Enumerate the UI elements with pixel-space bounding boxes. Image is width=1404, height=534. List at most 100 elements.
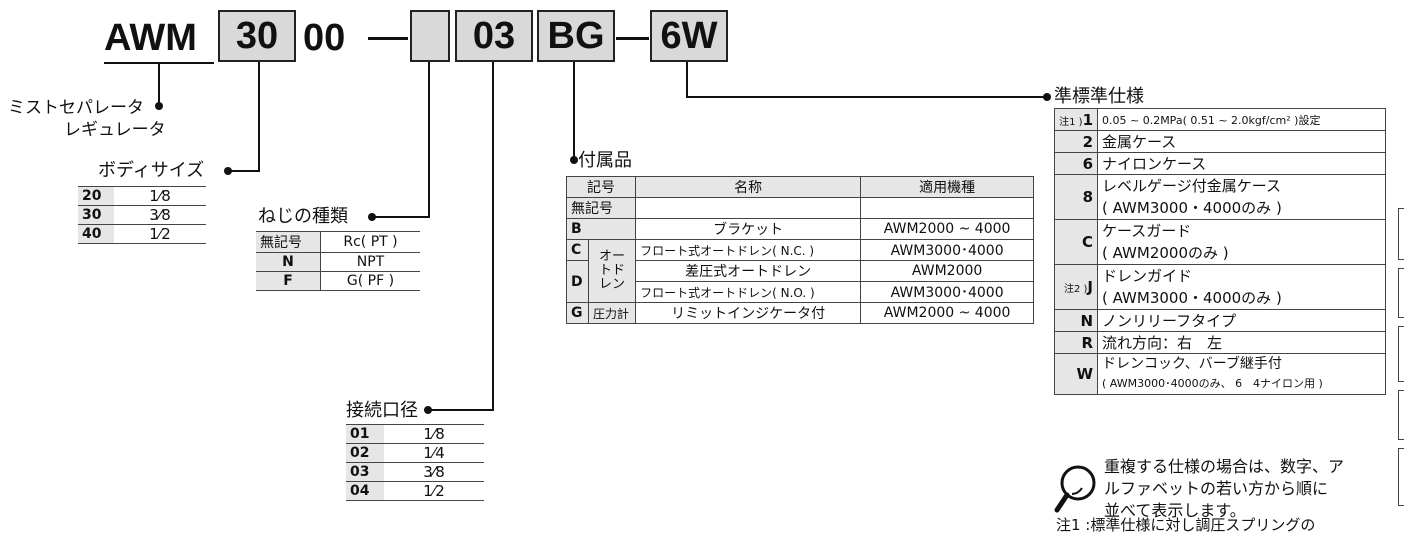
- option-code: R: [1054, 331, 1098, 354]
- separator-dot: [155, 102, 163, 110]
- thread-value: G( PF ): [346, 273, 395, 289]
- thread-code: N: [256, 252, 321, 272]
- accessory-header: 名称: [635, 176, 862, 198]
- option-code-value: 1: [1082, 110, 1093, 129]
- body-size-table: 20 1⁄8 30 3⁄8 40 1⁄2: [78, 186, 206, 244]
- accessory-group: 圧力計: [587, 302, 637, 324]
- option-code: C: [1054, 219, 1098, 265]
- accessory-models: AWM3000･4000: [860, 239, 1034, 261]
- option-text: レベルゲージ付金属ケース ( AWM3000・4000のみ ): [1097, 174, 1386, 220]
- table-row: 注2 )J ドレンガイド( AWM3000・4000のみ ): [1054, 264, 1386, 310]
- port-size-box: 03: [455, 10, 533, 62]
- table-row: 6 ナイロンケース: [1054, 152, 1386, 175]
- port-size-leader-h: [428, 409, 494, 411]
- accessory-name: フロート式オートドレン( N.O. ): [635, 281, 862, 303]
- thread-type-leader-h: [372, 216, 430, 218]
- body-size-box: 30: [218, 10, 296, 62]
- option-text: ドレンコック、バーブ継手付( AWM3000･4000のみ、 6 4ナイロン用 …: [1097, 353, 1386, 395]
- option-code-value: J: [1087, 278, 1093, 296]
- dash-line: [368, 37, 408, 40]
- accessory-box: BG: [537, 10, 615, 62]
- model-prefix: AWM: [104, 17, 197, 59]
- table-row: W ドレンコック、バーブ継手付( AWM3000･4000のみ、 6 4ナイロン…: [1054, 353, 1386, 395]
- body-size-value: 1⁄2: [149, 225, 171, 243]
- option-leader-v: [686, 62, 688, 98]
- table-row: 注1 )1 0.05 ~ 0.2MPa( 0.51 ~ 2.0kgf/cm² )…: [1054, 108, 1386, 131]
- accessory-models: AWM3000･4000: [860, 281, 1034, 303]
- option-text: 0.05 ~ 0.2MPa( 0.51 ~ 2.0kgf/cm² )設定: [1097, 108, 1386, 131]
- accessory-header: 適用機種: [860, 176, 1034, 198]
- option-text: ケースガード( AWM2000のみ ): [1097, 219, 1386, 265]
- port-value: 1⁄2: [423, 482, 445, 500]
- port-value: 1⁄4: [423, 444, 445, 462]
- table-row: 2 金属ケース: [1054, 130, 1386, 153]
- option-text-sub: ( AWM3000・4000のみ ): [1102, 199, 1282, 217]
- prefix-leader: [158, 64, 160, 106]
- port-code: 03: [346, 462, 384, 482]
- body-size-leader-v: [258, 62, 260, 172]
- thread-code: F: [256, 271, 321, 291]
- accessory-code: D: [566, 260, 589, 303]
- hint-line: ルファベットの若い方から順に: [1104, 479, 1329, 498]
- option-code: 2: [1054, 130, 1098, 153]
- option-text-line: ドレンコック、バーブ継手付: [1102, 356, 1282, 372]
- option-text-line: レベルゲージ付金属ケース: [1102, 177, 1281, 195]
- table-row: G 圧力計 リミットインジケータ付 AWM2000 ~ 4000: [566, 302, 1034, 324]
- separator-label-2: レギュレータ: [64, 120, 166, 140]
- model-fixed-code: 00: [303, 17, 346, 59]
- hint-line: 並べて表示します。: [1104, 501, 1246, 520]
- accessory-code: B: [565, 218, 637, 240]
- port-code: 01: [346, 424, 384, 444]
- port-value: 1⁄8: [423, 425, 445, 443]
- option-leader-h: [686, 96, 1046, 98]
- hint-text: 重複する仕様の場合は、数字、ア ルファベットの若い方から順に 並べて表示します。: [1104, 456, 1344, 522]
- prefix-underline: [104, 62, 214, 64]
- body-size-code: 20: [78, 186, 114, 206]
- body-size-code: 40: [78, 224, 114, 244]
- thread-type-title: ねじの種類: [258, 206, 348, 227]
- accessory-models: [860, 197, 1034, 219]
- magnifier-icon: [1054, 462, 1100, 514]
- accessory-models: AWM2000 ~ 4000: [860, 302, 1034, 324]
- port-size-title: 接続口径: [346, 400, 418, 421]
- option-dot: [1043, 93, 1051, 101]
- option-code: 8: [1054, 174, 1098, 220]
- option-title: 準標準仕様: [1054, 86, 1144, 107]
- body-size-title: ボディサイズ: [98, 160, 205, 181]
- table-row: 無記号 Rc( PT ): [256, 231, 420, 253]
- port-size-table: 01 1⁄8 02 1⁄4 03 3⁄8 04 1⁄2: [346, 424, 484, 501]
- table-row: 01 1⁄8: [346, 424, 484, 444]
- body-size-value: 3⁄8: [149, 206, 171, 224]
- accessory-code: G: [566, 302, 589, 324]
- separator-label-1: ミストセパレータ: [8, 98, 144, 118]
- port-code: 02: [346, 443, 384, 463]
- accessory-models: AWM2000: [860, 260, 1034, 282]
- option-text: ノンリリーフタイプ: [1097, 309, 1386, 332]
- table-row: 20 1⁄8: [78, 186, 206, 206]
- option-box: 6W: [650, 10, 728, 62]
- accessory-code: C: [566, 239, 589, 261]
- body-size-code: 30: [78, 205, 114, 225]
- table-row: 40 1⁄2: [78, 224, 206, 244]
- side-frame: [1398, 268, 1404, 318]
- accessory-dot: [570, 156, 578, 164]
- option-text: ドレンガイド( AWM3000・4000のみ ): [1097, 264, 1386, 310]
- accessory-header: 記号: [565, 176, 637, 198]
- accessory-table: 記号 名称 適用機種 無記号 B ブラケット AWM2000 ~ 4000 C …: [565, 176, 1034, 324]
- accessory-models: AWM2000 ~ 4000: [860, 218, 1034, 240]
- table-row: N NPT: [256, 252, 420, 272]
- table-row: B ブラケット AWM2000 ~ 4000: [565, 218, 1034, 240]
- table-row: C ケースガード( AWM2000のみ ): [1054, 219, 1386, 265]
- accessory-name: [635, 197, 862, 219]
- option-text-line: ドレンガイド: [1102, 267, 1193, 285]
- option-text: ナイロンケース: [1097, 152, 1386, 175]
- table-row: R 流れ方向：右 左: [1054, 331, 1386, 354]
- table-row: 30 3⁄8: [78, 205, 206, 225]
- option-code: W: [1054, 353, 1098, 395]
- option-text: 金属ケース: [1097, 130, 1386, 153]
- port-code: 04: [346, 481, 384, 501]
- thread-value: NPT: [356, 254, 385, 270]
- body-size-leader-h: [228, 170, 260, 172]
- accessory-name: ブラケット: [635, 218, 862, 240]
- thread-type-table: 無記号 Rc( PT ) N NPT F G( PF ): [256, 231, 420, 291]
